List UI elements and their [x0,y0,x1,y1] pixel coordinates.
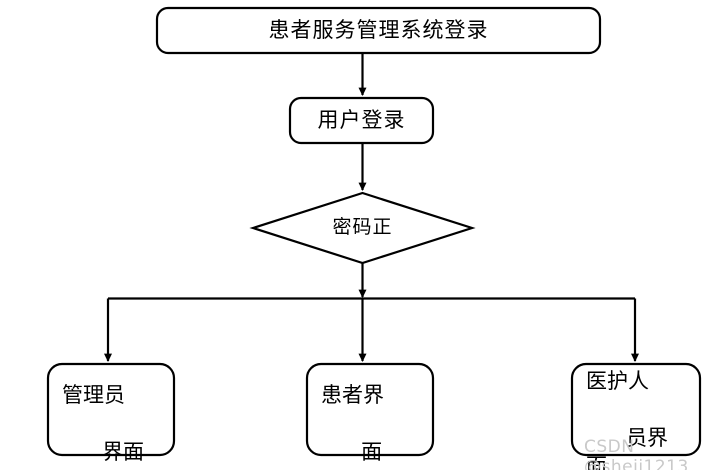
node-user-login[interactable] [288,96,435,145]
node-admin-interface[interactable] [46,362,176,457]
node-medical-staff-interface[interactable] [570,362,702,457]
node-system-login[interactable] [155,6,602,55]
node-password-correct[interactable] [249,191,476,265]
node-patient-interface[interactable] [305,362,435,457]
